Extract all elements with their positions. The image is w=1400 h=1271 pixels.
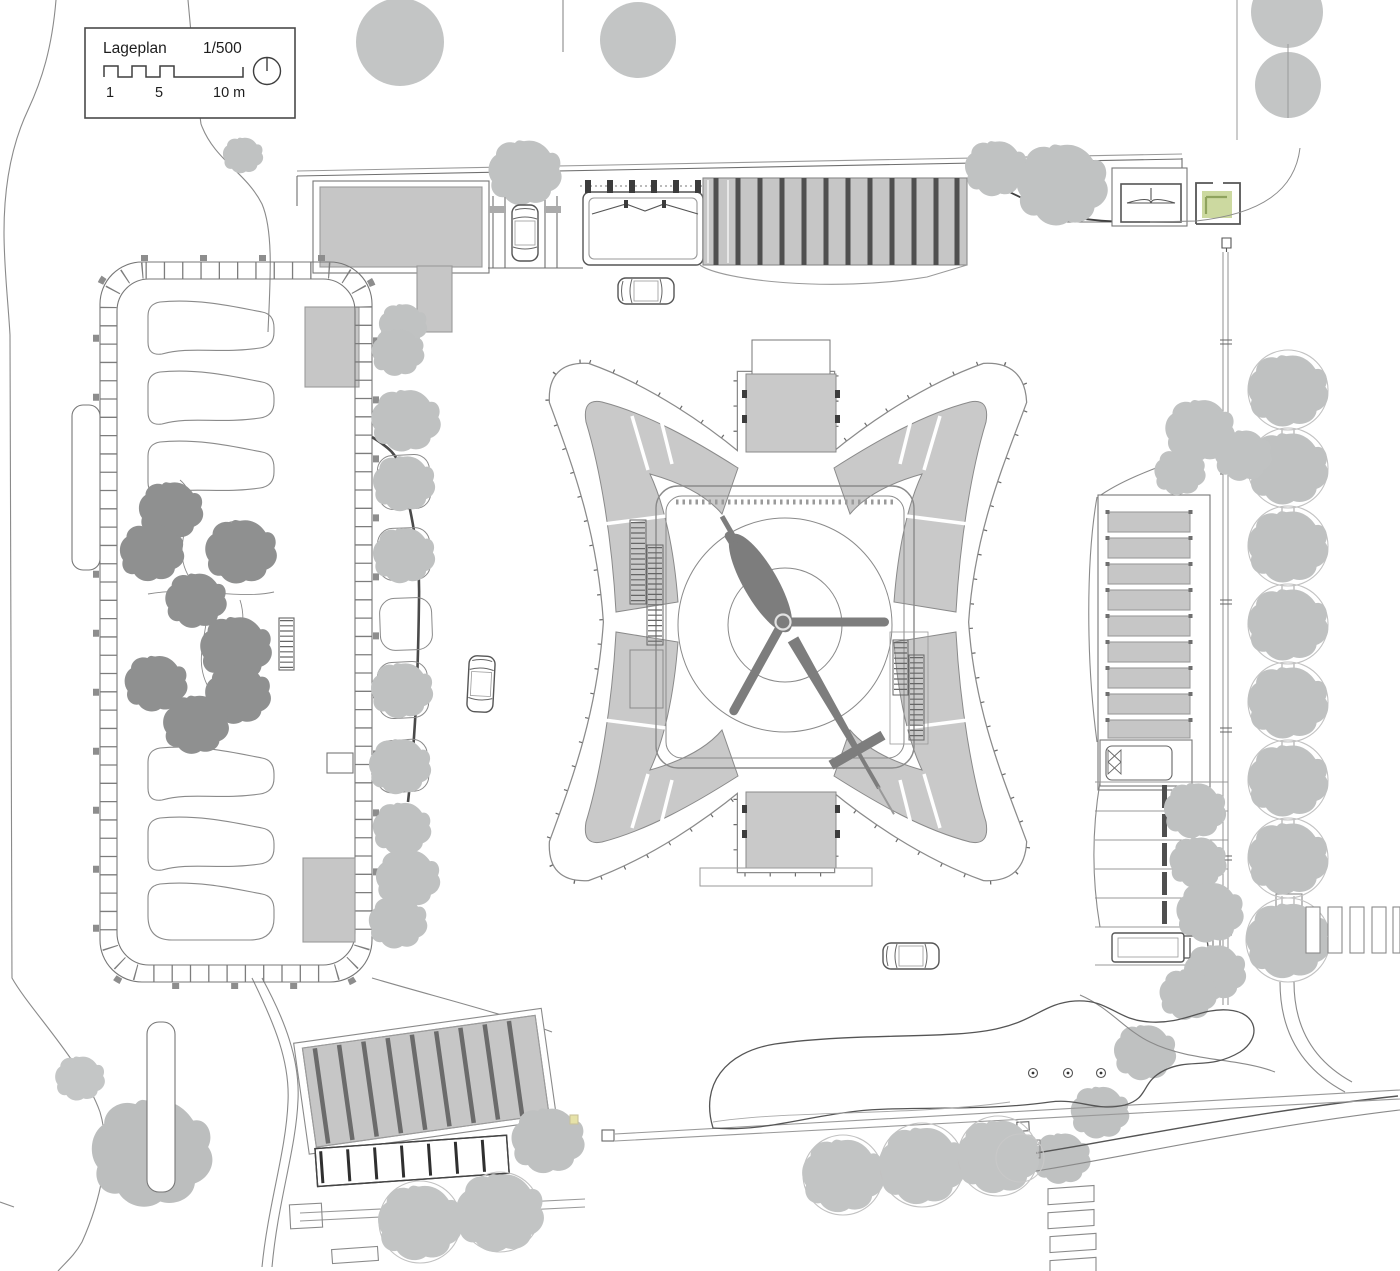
canopy-posts bbox=[585, 180, 701, 208]
green-kiosk bbox=[1195, 182, 1241, 225]
garden-lanes bbox=[147, 300, 275, 941]
yellow-marker bbox=[569, 1114, 579, 1125]
north-trees bbox=[222, 0, 1323, 347]
scale-tick-1: 1 bbox=[106, 85, 114, 101]
planter-column bbox=[368, 329, 441, 949]
scale-tick-5: 5 bbox=[155, 85, 163, 101]
east-tree-row bbox=[1154, 349, 1331, 983]
west-garden-enclosure bbox=[71, 255, 379, 989]
crosswalk-east bbox=[1305, 906, 1400, 954]
scale-tick-10m: 10 m bbox=[213, 85, 245, 101]
plan-scale: 1/500 bbox=[203, 40, 242, 57]
east-zone bbox=[1029, 237, 1400, 1271]
south-striped-building bbox=[293, 1007, 558, 1155]
entrance-canopy bbox=[580, 180, 706, 266]
helipad-stairs-west bbox=[629, 519, 664, 709]
south-zone bbox=[55, 1000, 1400, 1265]
south-bench-row-west bbox=[288, 1171, 586, 1265]
car-north-bay bbox=[511, 204, 539, 262]
helipad bbox=[655, 485, 915, 769]
helipad-stairs-east bbox=[889, 631, 929, 745]
west-bench bbox=[71, 404, 101, 571]
service-building bbox=[1111, 167, 1188, 227]
striped-canopy bbox=[699, 177, 968, 285]
north-roof-building bbox=[304, 180, 490, 388]
helicopter-icon bbox=[719, 515, 895, 815]
car-north-road bbox=[617, 277, 675, 305]
plaza-blob bbox=[708, 1000, 1255, 1130]
car-south-road bbox=[882, 942, 940, 970]
garden-margin-structures bbox=[278, 617, 356, 943]
scale-bar bbox=[103, 65, 244, 78]
drop-off-bay bbox=[488, 196, 583, 269]
plan-title: Lageplan bbox=[103, 40, 167, 57]
car-west-road bbox=[465, 654, 497, 714]
planter-trees bbox=[368, 329, 441, 949]
north-lobby bbox=[742, 339, 840, 453]
southwest-corner bbox=[55, 1021, 213, 1207]
legend-box: Lageplan 1/500 1 5 10 m bbox=[84, 27, 296, 119]
south-bench-row-east bbox=[802, 1115, 1045, 1216]
main-building bbox=[545, 339, 1031, 887]
north-arrow-icon bbox=[252, 56, 282, 86]
east-parking-rows bbox=[1093, 781, 1230, 966]
east-scattered-trees bbox=[1033, 783, 1247, 1184]
plaza-light-dots bbox=[1027, 1067, 1107, 1079]
south-lobby bbox=[699, 791, 873, 887]
garden-trees bbox=[119, 482, 277, 754]
crosswalk-south bbox=[1047, 1184, 1097, 1271]
southeast-roads bbox=[1029, 981, 1400, 1173]
south-panel-row bbox=[314, 1134, 510, 1188]
trellis-building bbox=[1088, 494, 1211, 791]
